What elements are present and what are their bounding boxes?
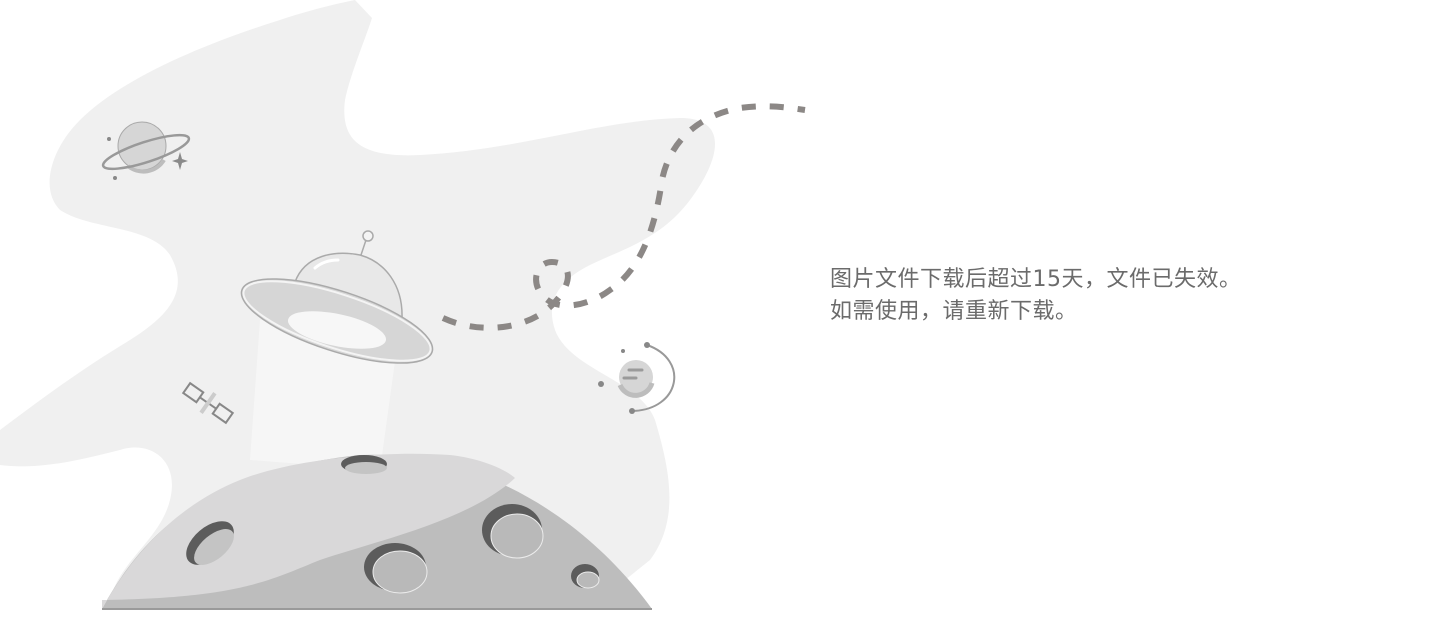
dashed-path (441, 103, 806, 331)
expired-illustration (0, 0, 806, 610)
message-line-2: 如需使用，请重新下载。 (830, 299, 1078, 324)
star-sparkle-icon (172, 152, 188, 170)
message-line-1: 图片文件下载后超过15天，文件已失效。 (830, 267, 1242, 292)
moon-icon (102, 453, 652, 610)
satellite-icon (181, 381, 235, 425)
planet-icon (101, 121, 191, 180)
expired-message: 图片文件下载后超过15天，文件已失效。 如需使用，请重新下载。 (830, 264, 1242, 328)
ufo-icon (240, 230, 434, 470)
orbit-object-icon (598, 342, 676, 414)
